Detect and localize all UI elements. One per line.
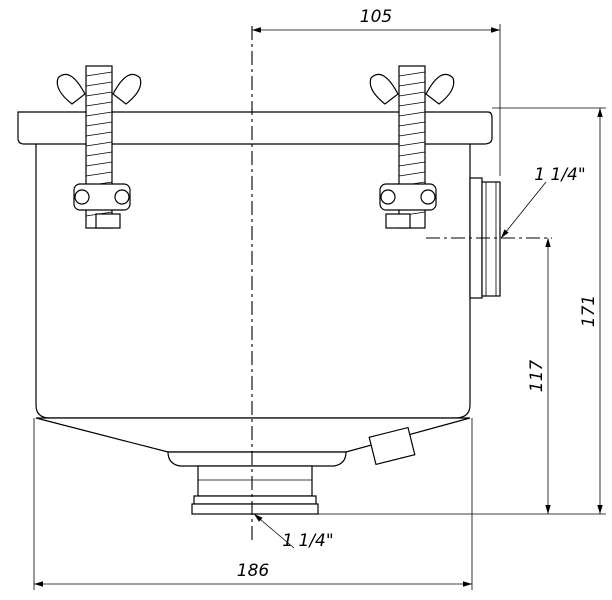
right-clamp-bolt (369, 65, 455, 229)
dimension-label-171: 171 (579, 295, 599, 327)
dimension-label-186: 186 (237, 561, 270, 581)
leader-bottom-outlet (253, 513, 295, 549)
left-clamp-bolt (56, 65, 142, 229)
thread-label-side-outlet: 1 1/4" (534, 165, 585, 185)
extension-lines (33, 24, 606, 590)
dimension-label-105: 105 (360, 7, 392, 27)
dimension-label-117: 117 (527, 360, 547, 393)
thread-label-bottom-outlet: 1 1/4" (282, 531, 333, 551)
leader-side-outlet (500, 181, 547, 239)
housing-body (17, 111, 501, 515)
